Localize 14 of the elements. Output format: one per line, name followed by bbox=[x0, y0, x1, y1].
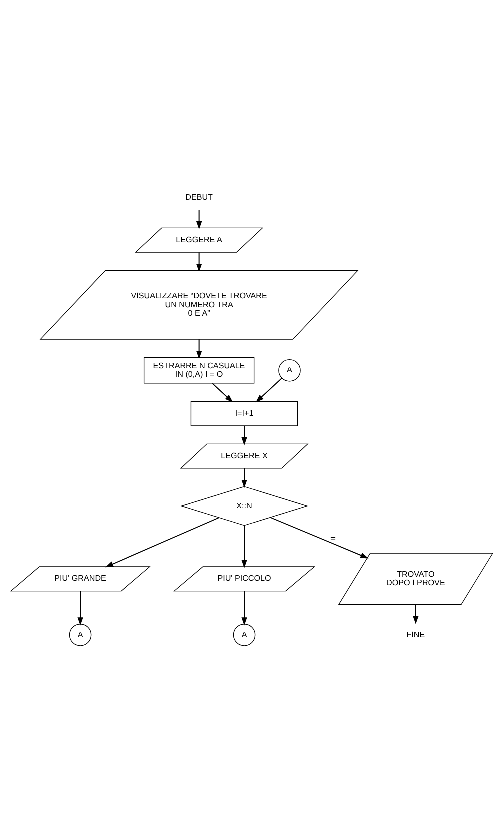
arrow bbox=[196, 340, 202, 360]
arrow bbox=[196, 252, 202, 272]
arrow bbox=[242, 591, 248, 626]
arrow bbox=[242, 426, 248, 446]
arrow bbox=[256, 378, 282, 403]
edge-label: = bbox=[330, 534, 336, 546]
arrow bbox=[270, 517, 369, 559]
arrow bbox=[242, 526, 248, 568]
arrow bbox=[212, 383, 234, 403]
arrow bbox=[196, 210, 202, 230]
arrow bbox=[413, 604, 419, 624]
arrow bbox=[105, 518, 220, 568]
arrow bbox=[78, 591, 84, 626]
arrow bbox=[242, 468, 248, 488]
